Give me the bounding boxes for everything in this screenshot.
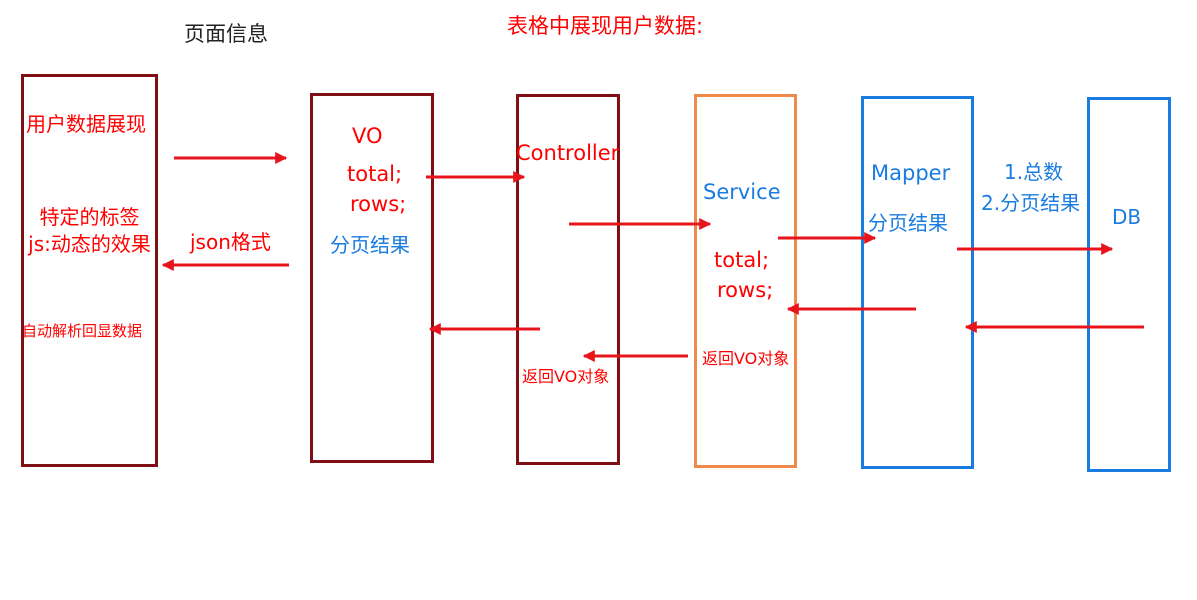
service-field-total: total;	[714, 248, 770, 272]
vo-field-total: total;	[347, 162, 403, 186]
page-user-data-display: 用户数据展现	[26, 112, 146, 136]
query-total-count: 1.总数	[1004, 160, 1064, 184]
query-paging-result: 2.分页结果	[981, 191, 1081, 215]
vo-title: VO	[352, 124, 383, 148]
controller-box	[516, 94, 620, 465]
controller-return-vo: 返回VO对象	[522, 367, 610, 386]
service-field-rows: rows;	[717, 278, 774, 302]
page-box	[21, 74, 158, 467]
controller-title: Controller	[516, 141, 620, 165]
mapper-box	[861, 96, 974, 469]
service-return-vo: 返回VO对象	[702, 349, 790, 368]
db-box	[1087, 97, 1171, 472]
header-table-user-data: 表格中展现用户数据:	[507, 14, 704, 38]
service-box	[694, 94, 797, 468]
service-title: Service	[703, 180, 781, 204]
page-specific-tags: 特定的标签	[39, 205, 140, 229]
page-auto-parse-echo: 自动解析回显数据	[22, 322, 143, 340]
page-js-dynamic-effect: js:动态的效果	[28, 232, 151, 256]
mapper-paging-result: 分页结果	[868, 211, 948, 235]
vo-field-rows: rows;	[350, 192, 407, 216]
vo-box	[310, 93, 434, 463]
db-title: DB	[1112, 205, 1142, 229]
json-format-label: json格式	[190, 230, 271, 254]
mapper-title: Mapper	[871, 161, 951, 185]
vo-paging-result: 分页结果	[330, 233, 410, 257]
header-page-info: 页面信息	[184, 22, 268, 46]
